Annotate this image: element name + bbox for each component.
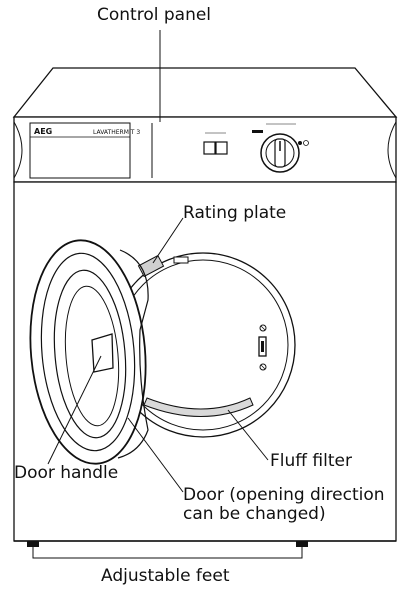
door-outer-ring[interactable] (21, 235, 154, 468)
top-lid (12, 67, 398, 118)
leader-door (127, 417, 184, 493)
panel-button-right[interactable] (215, 141, 228, 155)
label-fluff-filter: Fluff filter (270, 451, 352, 471)
label-rating-plate: Rating plate (183, 203, 287, 223)
model-text: LAVATHERM T 3 (93, 129, 140, 136)
label-door-handle: Door handle (14, 463, 119, 483)
label-control-panel: Control panel (97, 5, 212, 25)
foot-right[interactable] (296, 541, 308, 547)
brand-text: AEG (34, 127, 52, 136)
panel-button-left[interactable] (203, 141, 216, 155)
door-glass (64, 285, 120, 427)
door-handle[interactable] (91, 333, 114, 373)
feet-bracket (32, 547, 303, 559)
leader-fluff-filter (227, 409, 269, 461)
leader-rating-plate (152, 217, 184, 264)
rating-plate (137, 254, 165, 278)
foot-left[interactable] (27, 541, 39, 547)
door-ring-2 (40, 252, 136, 452)
door-ring-3 (53, 269, 127, 439)
fluff-filter[interactable] (143, 397, 254, 417)
label-adjustable-feet: Adjustable feet (101, 566, 230, 586)
drawer (29, 122, 131, 179)
label-door-line1: Door (opening direction (183, 485, 385, 505)
leader-door-handle (47, 355, 102, 465)
label-door: Door (opening direction can be changed) (183, 486, 385, 524)
label-door-line2: can be changed) (183, 504, 326, 524)
